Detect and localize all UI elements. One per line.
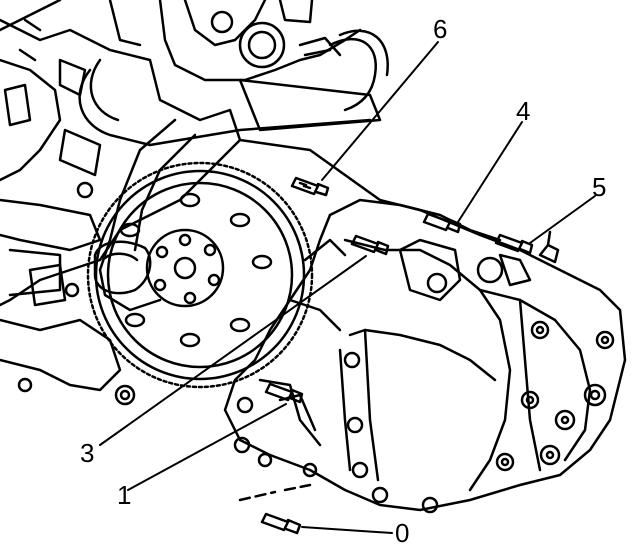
callout-5: 5 (592, 172, 607, 202)
callout-1: 1 (117, 480, 132, 510)
flexplate (86, 161, 314, 389)
callout-3: 3 (80, 438, 95, 468)
callout-4: 4 (516, 96, 531, 126)
transmission-housing (223, 138, 627, 514)
bolt-4 (422, 212, 462, 234)
intake-assembly (78, 0, 389, 147)
bolt-0-location-line (238, 483, 312, 502)
bolt-5 (494, 233, 534, 255)
exhaust-pipe (93, 78, 382, 312)
callout-0: 0 (395, 518, 410, 548)
bolt-0 (260, 512, 302, 535)
bolt-1 (264, 382, 304, 404)
engine-block (0, 0, 242, 406)
leader-lines (99, 41, 596, 534)
bolt-6 (290, 176, 330, 197)
callout-6: 6 (433, 14, 448, 44)
bolt-3 (350, 234, 390, 256)
